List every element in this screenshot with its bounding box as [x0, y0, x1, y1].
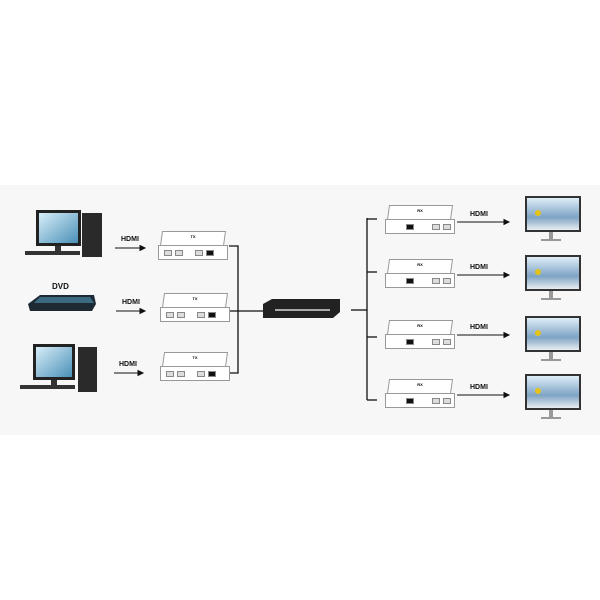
- network-switch-icon: [263, 299, 340, 318]
- tx-bracket: [229, 245, 263, 374]
- hdmi-arrows-right: [457, 218, 511, 399]
- hdmi-label: HDMI: [121, 236, 139, 243]
- rx-box-3: RX: [385, 320, 455, 349]
- tx-box-1: TX: [158, 231, 228, 260]
- tx-box-2: TX: [160, 293, 230, 322]
- dvd-player-icon: [28, 295, 96, 311]
- hdmi-label: HDMI: [470, 384, 488, 391]
- computer-icon-1: [25, 210, 102, 257]
- hdmi-label: HDMI: [470, 264, 488, 271]
- hdmi-label: HDMI: [119, 361, 137, 368]
- rx-bracket: [351, 218, 377, 401]
- computer-icon-2: [20, 344, 97, 392]
- display-monitor-icons: [525, 196, 581, 419]
- hdmi-arrows-left: [114, 244, 147, 377]
- hdmi-label: HDMI: [470, 324, 488, 331]
- rx-box-2: RX: [385, 259, 455, 288]
- hdmi-label: HDMI: [470, 211, 488, 218]
- rx-box-4: RX: [385, 379, 455, 408]
- rx-box-1: RX: [385, 205, 455, 234]
- dvd-label: DVD: [52, 282, 69, 291]
- hdmi-label: HDMI: [122, 299, 140, 306]
- tx-box-3: TX: [160, 352, 230, 381]
